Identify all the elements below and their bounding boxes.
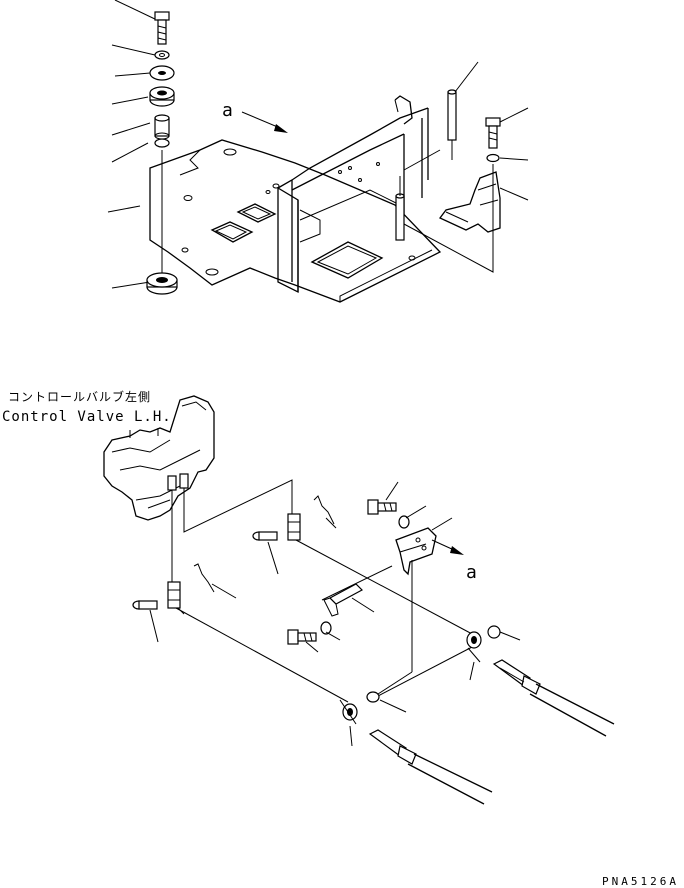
bolt-bottom-middle: [287, 629, 317, 645]
plate-slot-2: [236, 203, 277, 223]
lever-arm: [323, 583, 363, 617]
washer-bottom-middle: [320, 621, 332, 635]
pin-lower: [132, 600, 158, 610]
mounting-bracket: [395, 527, 437, 576]
nut-right: [487, 625, 501, 639]
plate-slot-1: [210, 221, 254, 243]
ball-joint-right: [466, 631, 482, 663]
clip-lower: [193, 563, 215, 593]
leader-lines-left: [107, 0, 158, 289]
bolt-top-right: [485, 117, 501, 149]
nut-left: [366, 691, 380, 703]
bolt-bottom-upper: [367, 499, 397, 515]
pin-upper: [252, 531, 278, 541]
callout-a-top: a: [222, 100, 288, 133]
callout-a-bottom: a: [431, 539, 477, 583]
bracket-right: [438, 171, 501, 233]
callout-a-top-label: a: [222, 100, 233, 121]
control-valve-label-jp: コントロールバルブ左側: [8, 389, 151, 404]
arrow-icon: [274, 124, 288, 133]
pin-2: [395, 176, 405, 241]
bolt-top-left: [154, 11, 170, 45]
leader-lines-right: [454, 61, 529, 201]
control-valve-body: [103, 395, 215, 521]
rubber-mount-lower: [146, 272, 178, 295]
washer-flat: [149, 65, 175, 81]
assembly-line-right: [403, 164, 494, 273]
upright-bracket: [277, 95, 429, 294]
rubber-mount-upper: [149, 86, 175, 107]
ball-joint-left: [339, 699, 358, 725]
washer-right: [486, 153, 500, 163]
control-cable-right: [492, 659, 615, 737]
collar: [154, 114, 170, 140]
link-upper: [287, 513, 301, 541]
bottom-assembly-lines: [171, 479, 475, 703]
washer-lower: [154, 138, 170, 148]
pin-1: [447, 89, 457, 160]
link-lower: [167, 581, 181, 609]
arrow-icon: [450, 546, 464, 555]
clip-upper: [313, 495, 335, 525]
bottom-assembly: コントロールバルブ左側 Control Valve L.H.: [2, 389, 615, 805]
drawing-code: PNA5126A: [602, 875, 679, 888]
control-valve-label-en: Control Valve L.H.: [2, 409, 172, 425]
callout-a-bottom-label: a: [466, 562, 477, 583]
base-plate: [149, 139, 442, 303]
plate-slot-3: [310, 241, 384, 279]
control-cable-left: [368, 729, 493, 805]
washer-small: [154, 50, 170, 60]
bottom-leader-lines: [149, 481, 521, 747]
washer-bottom-upper: [398, 515, 410, 529]
top-assembly: a: [107, 0, 529, 303]
